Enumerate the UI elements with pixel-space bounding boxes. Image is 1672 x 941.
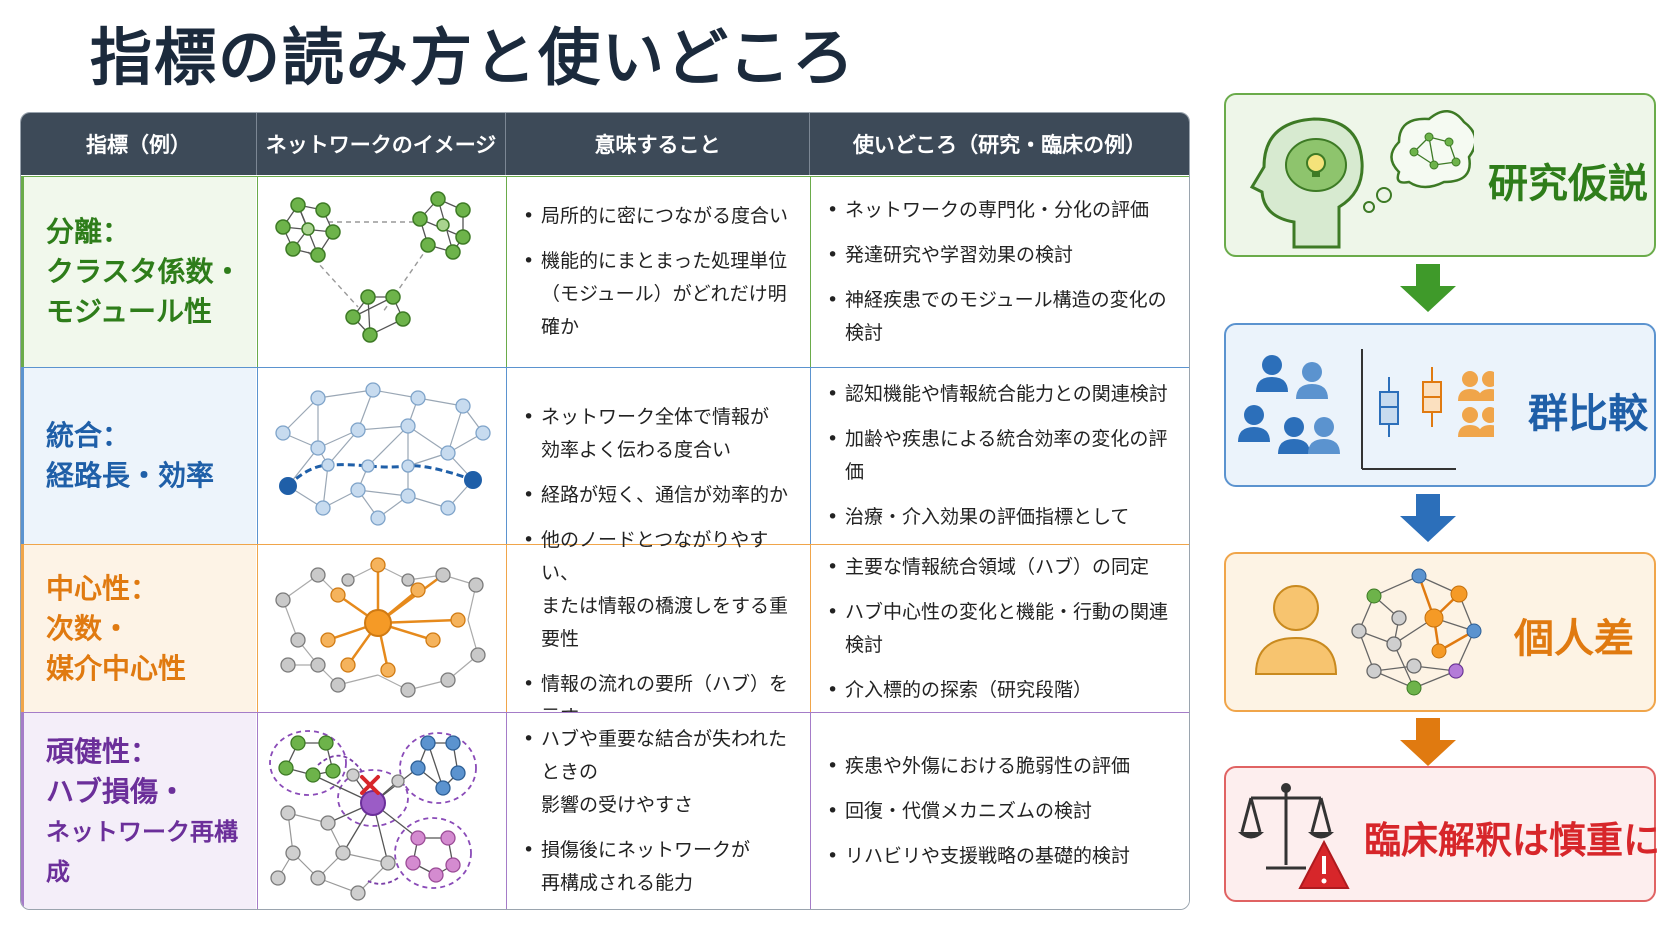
- usage-cell: ネットワークの専門化・分化の評価 発達研究や学習効果の検討 神経疾患でのモジュー…: [810, 177, 1189, 367]
- metric-line: ネットワーク再構成: [46, 817, 238, 886]
- meaning-item: 機能的にまとまった処理単位 （モジュール）がどれだけ明確か: [521, 245, 801, 344]
- meaning-cell: 他のノードとつながりやすい、 または情報の橋渡しをする重要性 情報の流れの要所（…: [506, 524, 809, 728]
- group-boxplot-icon: [1238, 349, 1494, 470]
- usage-item: 介入標的の探索（研究段階）: [825, 674, 1181, 707]
- table-row-integration: 統合： 経路長・効率 ネ: [21, 367, 1189, 544]
- table-row-centrality: 中心性： 次数・ 媒介中心性: [21, 524, 1189, 728]
- metric-cell: 頑健性： ハブ損傷・ ネットワーク再構成: [21, 713, 256, 909]
- meaning-item: 局所的に密につながる度合い: [521, 200, 801, 233]
- metrics-table: 指標（例） ネットワークのイメージ 意味すること 使いどころ（研究・臨床の例） …: [20, 112, 1190, 910]
- flow-step-group-comparison: 群比較: [1224, 323, 1656, 487]
- hub-network-icon: [275, 557, 486, 698]
- usage-item: リハビリや支援戦略の基礎的検討: [825, 840, 1181, 873]
- flow-step-clinical-caution: 臨床解釈は慎重に: [1224, 766, 1660, 902]
- metric-cell: 統合： 経路長・効率: [21, 368, 256, 544]
- usage-item: 神経疾患でのモジュール構造の変化の検討: [825, 284, 1181, 350]
- person-network-icon: [1254, 568, 1482, 696]
- flow-label: 個人差: [1514, 616, 1634, 662]
- usage-cell: 主要な情報統合領域（ハブ）の同定 ハブ中心性の変化と機能・行動の関連検討 介入標…: [810, 545, 1189, 712]
- meaning-cell: ハブや重要な結合が失われたときの 影響の受けやすさ 損傷後にネットワークが 再構…: [506, 713, 809, 909]
- meaning-cell: 局所的に密につながる度合い 機能的にまとまった処理単位 （モジュール）がどれだけ…: [506, 177, 809, 367]
- flow-label: 臨床解釈は慎重に: [1364, 819, 1660, 862]
- usage-item: 治療・介入効果の評価指標として: [825, 501, 1181, 534]
- down-arrow-icon: [1400, 264, 1456, 312]
- network-image-cell: [257, 368, 506, 544]
- down-arrow-icon: [1400, 494, 1456, 542]
- usage-item: 主要な情報統合領域（ハブ）の同定: [825, 551, 1181, 584]
- meaning-item: 経路が短く、通信が効率的か: [521, 479, 801, 512]
- usage-cell: 認知機能や情報統合能力との関連検討 加齢や疾患による統合効率の変化の評価 治療・…: [810, 368, 1189, 544]
- table-header: 指標（例） ネットワークのイメージ 意味すること 使いどころ（研究・臨床の例）: [21, 113, 1189, 175]
- efficient-path-network-icon: [275, 382, 491, 526]
- header-metric: 指標（例）: [21, 113, 257, 175]
- brain-thought-icon: [1249, 110, 1474, 249]
- metric-line: モジュール性: [46, 295, 213, 328]
- usage-item: 疾患や外傷における脆弱性の評価: [825, 750, 1181, 783]
- meaning-item: 損傷後にネットワークが 再構成される能力: [521, 834, 801, 900]
- metric-cell: 中心性： 次数・ 媒介中心性: [21, 545, 256, 712]
- metric-line: 媒介中心性: [46, 651, 187, 685]
- usage-item: ネットワークの専門化・分化の評価: [825, 194, 1181, 227]
- network-image-cell: [257, 177, 506, 367]
- table-row-robustness: 頑健性： ハブ損傷・ ネットワーク再構成: [21, 712, 1189, 909]
- metric-cell: 分離： クラスタ係数・ モジュール性: [21, 177, 256, 367]
- header-meaning: 意味すること: [506, 113, 810, 175]
- network-image-cell: [257, 713, 506, 909]
- usage-item: 回復・代償メカニズムの検討: [825, 795, 1181, 828]
- page-title: 指標の読み方と使いどころ: [90, 21, 857, 94]
- hub-damage-network-icon: [269, 730, 477, 901]
- meaning-item: 他のノードとつながりやすい、 または情報の橋渡しをする重要性: [521, 524, 801, 656]
- scale-warning-icon: [1238, 783, 1350, 889]
- header-usage: 使いどころ（研究・臨床の例）: [852, 133, 1147, 157]
- metric-line: 統合：: [46, 419, 131, 452]
- modular-network-icon: [275, 191, 471, 343]
- metric-line: クラスタ係数・: [46, 255, 242, 288]
- flow-step-individual-differences: 個人差: [1224, 552, 1656, 712]
- flow-label: 群比較: [1528, 391, 1648, 437]
- network-image-cell: [257, 545, 506, 712]
- meaning-item: ネットワーク全体で情報が 効率よく伝わる度合い: [521, 401, 801, 467]
- metric-line: 分離：: [46, 215, 131, 248]
- metric-line: ハブ損傷・: [46, 774, 187, 808]
- usage-cell: 疾患や外傷における脆弱性の評価 回復・代償メカニズムの検討 リハビリや支援戦略の…: [810, 713, 1189, 909]
- usage-item: ハブ中心性の変化と機能・行動の関連検討: [825, 596, 1181, 662]
- usage-item: 認知機能や情報統合能力との関連検討: [825, 378, 1181, 411]
- table-row-segregation: 分離： クラスタ係数・ モジュール性: [21, 176, 1189, 367]
- metric-line: 次数・: [46, 611, 131, 645]
- metric-line: 経路長・効率: [46, 459, 215, 492]
- meaning-item: ハブや重要な結合が失われたときの 影響の受けやすさ: [521, 723, 801, 822]
- metric-line: 中心性：: [46, 571, 159, 605]
- metric-line: 頑健性：: [46, 734, 159, 768]
- down-arrow-icon: [1400, 718, 1456, 766]
- usage-item: 加齢や疾患による統合効率の変化の評価: [825, 423, 1181, 489]
- meaning-cell: ネットワーク全体で情報が 効率よく伝わる度合い 経路が短く、通信が効率的か: [506, 368, 809, 544]
- header-network-image: ネットワークのイメージ: [257, 113, 506, 175]
- usage-item: 発達研究や学習効果の検討: [825, 239, 1181, 272]
- flow-label: 研究仮説: [1488, 161, 1648, 207]
- flow-step-hypothesis: 研究仮説: [1224, 93, 1656, 257]
